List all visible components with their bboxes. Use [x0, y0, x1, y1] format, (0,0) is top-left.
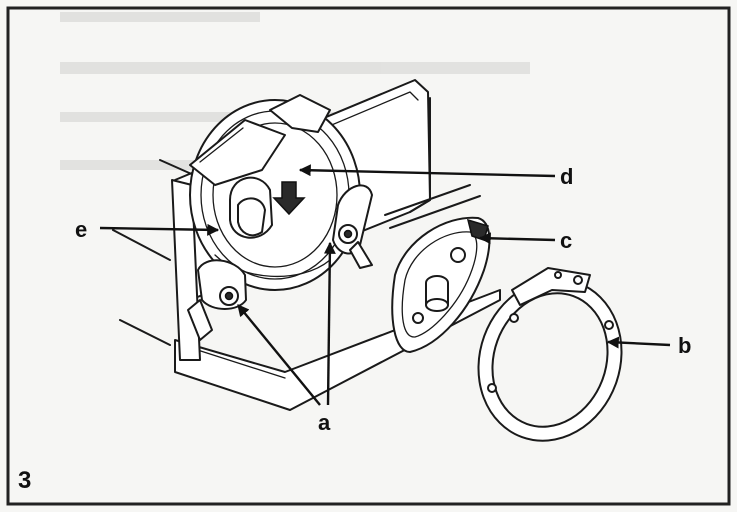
- callout-arrows: [99, 164, 671, 406]
- arrow-b: [606, 336, 671, 349]
- arrow-e: [99, 223, 220, 236]
- callout-d: d: [560, 164, 573, 189]
- retaining-lever-right: [332, 184, 373, 269]
- hook-race: [189, 94, 361, 291]
- scan-bleed-through: [60, 12, 530, 170]
- arrow-c: [478, 232, 556, 245]
- figure-number: 3: [18, 467, 31, 494]
- arrow-d: [298, 164, 556, 178]
- arrow-a-right: [323, 241, 336, 406]
- retaining-lever-left: [187, 259, 247, 341]
- race-ring-part: [477, 267, 623, 442]
- callout-c: c: [560, 228, 572, 253]
- figure-border: [6, 6, 731, 506]
- shuttle-hook-part: [391, 216, 491, 353]
- callout-e: e: [75, 217, 87, 242]
- arrow-a-left: [237, 304, 321, 406]
- callout-a: a: [318, 410, 331, 435]
- callout-b: b: [678, 333, 691, 358]
